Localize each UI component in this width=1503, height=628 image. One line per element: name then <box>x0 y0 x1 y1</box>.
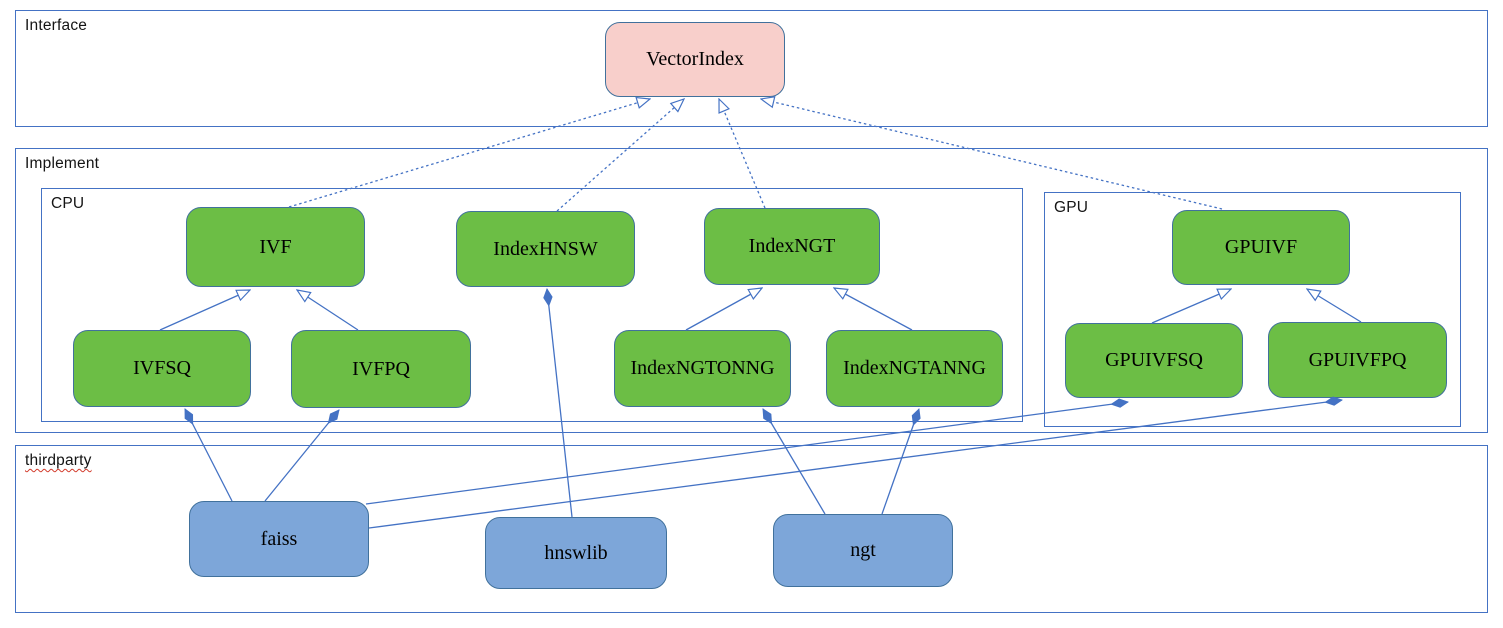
gpuivf-label: GPUIVF <box>1224 236 1298 258</box>
hnswlib-label: hnswlib <box>544 541 608 564</box>
node-vectorindex[interactable]: VectorIndex <box>605 22 785 97</box>
gpuivfsq-label: GPUIVFSQ <box>1105 349 1203 371</box>
indexngtanng-label: IndexNGTANNG <box>843 357 986 379</box>
cpu-section-label: CPU <box>51 195 85 212</box>
node-faiss[interactable]: faiss <box>189 501 369 577</box>
node-indexhnsw[interactable]: IndexHNSW <box>456 211 635 287</box>
ivfsq-label: IVFSQ <box>133 357 191 379</box>
ngt-label: ngt <box>850 539 876 561</box>
thirdparty-section-label: thirdparty <box>25 452 92 469</box>
node-gpuivfsq[interactable]: GPUIVFSQ <box>1065 323 1243 398</box>
node-indexngtonng[interactable]: IndexNGTONNG <box>614 330 791 407</box>
indexngt-label: IndexNGT <box>748 235 836 257</box>
node-ivf[interactable]: IVF <box>186 207 365 287</box>
gpuivfpq-label: GPUIVFPQ <box>1308 348 1407 371</box>
ivfpq-label: IVFPQ <box>352 357 410 380</box>
implement-section-label: Implement <box>25 155 100 172</box>
indexhnsw-label: IndexHNSW <box>493 237 598 260</box>
gpu-section-label: GPU <box>1054 199 1089 216</box>
indexngtonng-label: IndexNGTONNG <box>630 357 775 379</box>
node-hnswlib[interactable]: hnswlib <box>485 517 667 589</box>
faiss-label: faiss <box>260 527 298 550</box>
node-gpuivf[interactable]: GPUIVF <box>1172 210 1350 285</box>
node-ivfpq[interactable]: IVFPQ <box>291 330 471 408</box>
interface-section-label: Interface <box>25 17 88 34</box>
vectorindex-label: VectorIndex <box>646 48 744 70</box>
ivf-label: IVF <box>259 235 292 258</box>
node-gpuivfpq[interactable]: GPUIVFPQ <box>1268 322 1447 398</box>
node-indexngtanng[interactable]: IndexNGTANNG <box>826 330 1003 407</box>
node-ivfsq[interactable]: IVFSQ <box>73 330 251 407</box>
node-indexngt[interactable]: IndexNGT <box>704 208 880 285</box>
node-ngt[interactable]: ngt <box>773 514 953 587</box>
